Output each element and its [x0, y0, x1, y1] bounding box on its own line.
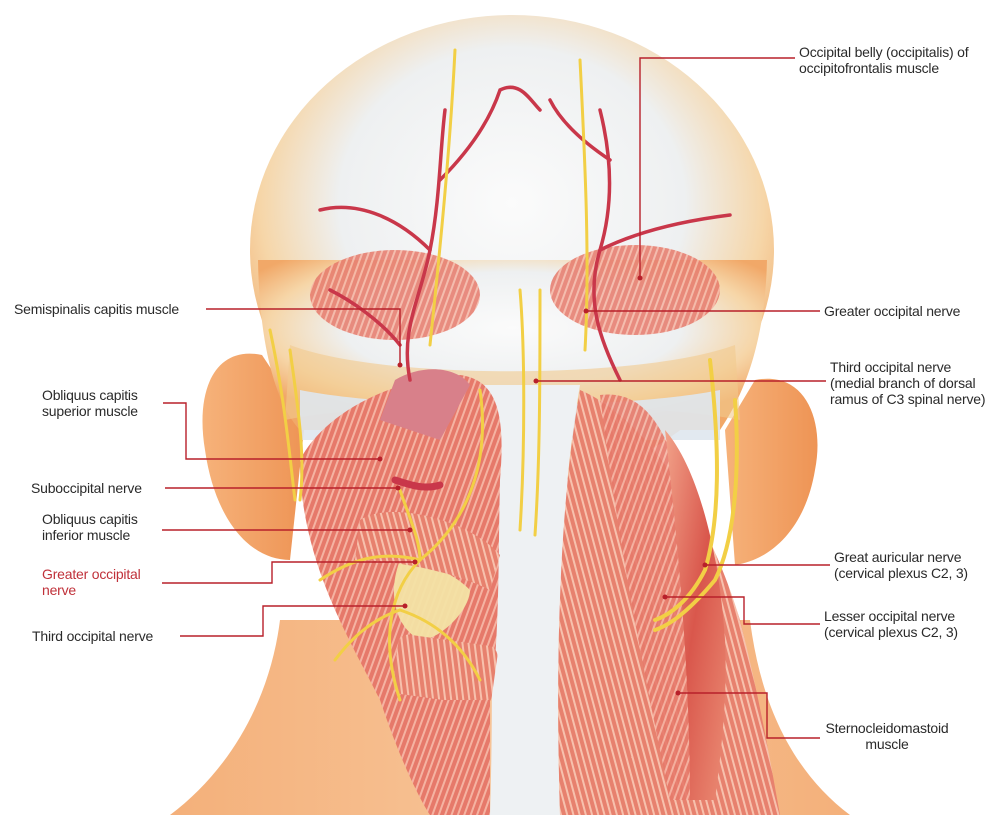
- occipital-arteries: [318, 85, 732, 491]
- leader-occipital-belly: [639, 57, 795, 278]
- label-third-occipital-nerve-left: Third occipital nerve: [32, 628, 154, 644]
- right-ear: [725, 378, 818, 565]
- label-great-auricular-nerve: Great auricular nerve (cervical plexus C…: [834, 549, 968, 581]
- label-obliquus-capitis-inferior-muscle: Obliquus capitis inferior muscle: [42, 511, 138, 543]
- label-third-occipital-nerve-right: Third occipital nerve (medial branch of …: [830, 359, 986, 407]
- label-suboccipital-nerve: Suboccipital nerve: [31, 480, 142, 496]
- sternocleidomastoid: [665, 430, 726, 800]
- leader-scm: [678, 692, 820, 739]
- label-greater-occipital-nerve-highlight: Greater occipital nerve: [42, 566, 141, 598]
- leader-greater-occipital-left: [162, 561, 415, 584]
- leader-semispinalis: [206, 308, 401, 365]
- label-greater-occipital-nerve-right: Greater occipital nerve: [824, 303, 961, 319]
- semispinalis-capitis: [380, 369, 470, 440]
- left-ear: [202, 353, 305, 560]
- leader-lesser-occipital: [665, 596, 820, 625]
- label-obliquus-capitis-superior-muscle: Obliquus capitis superior muscle: [42, 387, 138, 419]
- label-occipital-belly: Occipital belly (occipitalis) of occipit…: [799, 44, 969, 76]
- leader-third-occipital-left: [180, 605, 405, 637]
- obliquus-capitis-inferior: [355, 512, 500, 590]
- label-sternocleidomastoid-muscle: Sternocleidomastoid muscle: [825, 720, 949, 752]
- label-semispinalis-capitis-muscle: Semispinalis capitis muscle: [14, 301, 179, 317]
- label-lesser-occipital-nerve: Lesser occipital nerve (cervical plexus …: [824, 608, 958, 640]
- suboccipital-triangle: [393, 560, 470, 640]
- leader-obliquus-superior: [163, 402, 380, 460]
- nerves: [268, 48, 739, 702]
- right-occipital-belly: [550, 245, 720, 335]
